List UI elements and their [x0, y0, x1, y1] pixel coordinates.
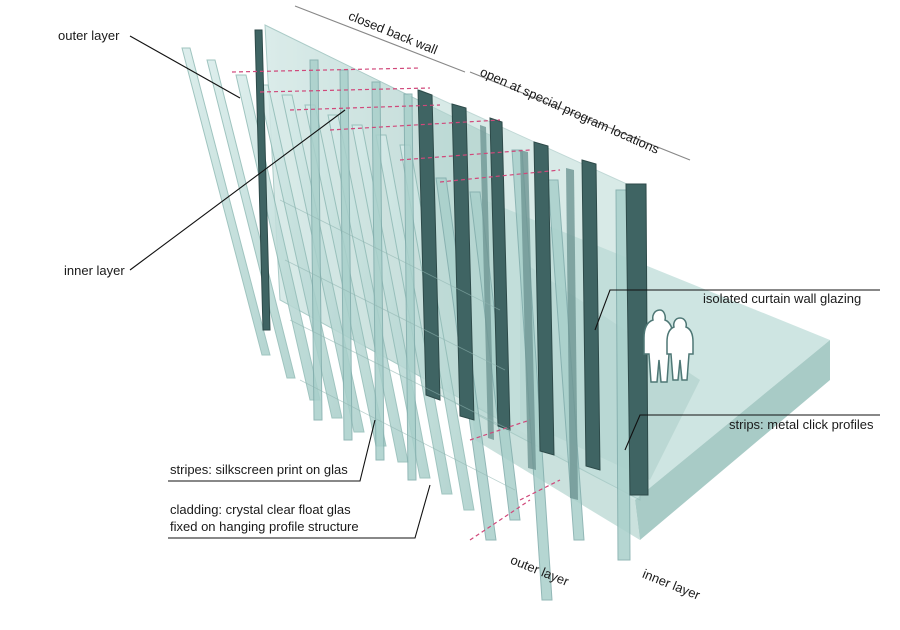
- silkscreen-stripes: [279, 199, 516, 491]
- leader-open-special: [469, 71, 691, 161]
- leader-inner-layer-left: [129, 109, 346, 271]
- leader-lines: [129, 5, 880, 539]
- label-inner-layer-left: inner layer: [64, 263, 125, 278]
- label-cladding-line2: fixed on hanging profile structure: [170, 519, 359, 534]
- profile-highlights: [480, 125, 578, 500]
- label-isolated-curtain-wall-glazing: isolated curtain wall glazing: [703, 291, 862, 306]
- metal-click-profiles: [254, 29, 649, 496]
- label-cladding-line1: cladding: crystal clear float glas: [170, 502, 351, 517]
- leader-isolated-glazing: [594, 289, 880, 331]
- leader-closed-back-wall: [294, 5, 466, 73]
- leader-cladding: [168, 484, 431, 539]
- label-outer-layer-top: outer layer: [58, 28, 120, 43]
- label-strips-metal-click-profiles: strips: metal click profiles: [729, 417, 874, 432]
- label-stripes-silkscreen: stripes: silkscreen print on glas: [170, 462, 348, 477]
- leader-stripes: [168, 419, 376, 482]
- hanging-profile-dashes: [231, 67, 561, 541]
- leader-strips: [624, 414, 880, 451]
- leader-outer-layer-top: [129, 35, 241, 99]
- people-silhouette-icon: [643, 309, 694, 383]
